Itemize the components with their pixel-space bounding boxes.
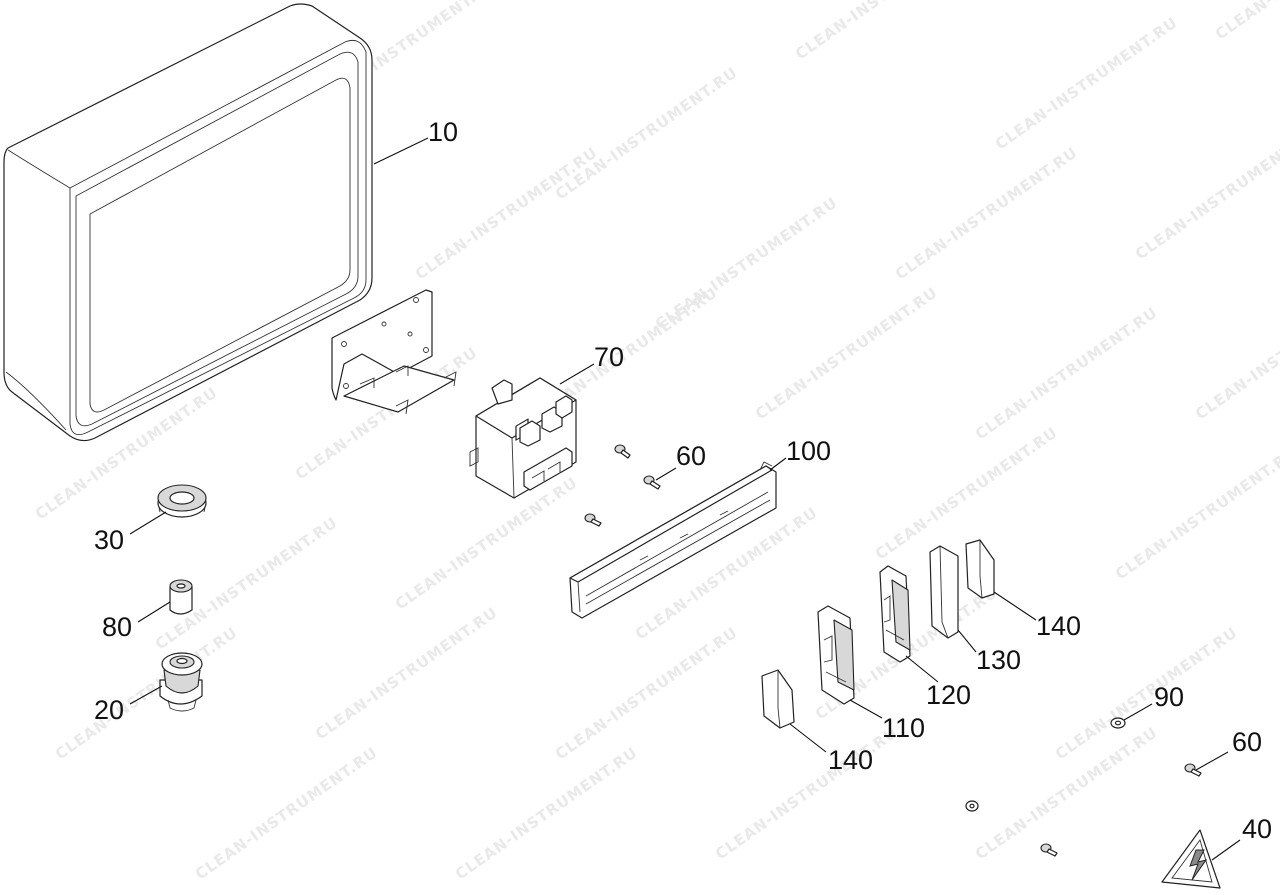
watermark-text: CLEAN-INSTRUMENT.RU (52, 623, 241, 763)
control-module-part (469, 377, 577, 499)
watermark-text: CLEAN-INSTRUMENT.RU (392, 473, 581, 613)
callout-30: 30 (94, 525, 124, 555)
washer-part (1110, 717, 1126, 729)
callout-100: 100 (786, 436, 831, 466)
watermark-text: CLEAN-INSTRUMENT.RU (872, 423, 1061, 563)
callout-70: 70 (594, 342, 624, 372)
locknut-part (157, 484, 207, 518)
enclosure-box-part (3, 3, 373, 442)
callout-130: 130 (976, 645, 1021, 675)
plug-part (169, 579, 193, 615)
screw-part (1184, 763, 1202, 777)
washer-part (965, 800, 979, 812)
screw-part (1040, 843, 1058, 857)
watermark-text: CLEAN-INSTRUMENT.RU (892, 143, 1081, 283)
watermark-text: CLEAN-INSTRUMENT.RU (412, 143, 601, 283)
end-stop-part (761, 669, 795, 729)
watermark-text: CLEAN-INSTRUMENT.RU (752, 283, 941, 423)
watermark-text: CLEAN-INSTRUMENT.RU (1212, 0, 1280, 43)
end-plate-part (929, 545, 959, 639)
callout-110: 110 (882, 713, 925, 743)
watermark-text: CLEAN-INSTRUMENT.RU (992, 13, 1181, 153)
callout-60: 60 (676, 441, 706, 471)
watermark-text: CLEAN-INSTRUMENT.RU (312, 603, 501, 743)
callout-120: 120 (926, 680, 971, 710)
din-rail-part (569, 461, 777, 619)
leader-lines (129, 137, 1241, 861)
watermark-text: CLEAN-INSTRUMENT.RU (1112, 443, 1280, 583)
watermark-text: CLEAN-INSTRUMENT.RU (452, 743, 641, 883)
mounting-plate-part (331, 289, 457, 415)
warning-label-part (1161, 829, 1221, 889)
watermark-text: CLEAN-INSTRUMENT.RU (1192, 283, 1280, 423)
terminal-block-part (879, 565, 911, 663)
screw-part (584, 513, 602, 527)
terminal-block-part (817, 605, 855, 705)
watermark-text: CLEAN-INSTRUMENT.RU (792, 0, 981, 63)
watermark-text: CLEAN-INSTRUMENT.RU (192, 743, 381, 883)
callout-40: 40 (1242, 814, 1272, 844)
callout-20: 20 (94, 695, 124, 725)
callout-80: 80 (102, 612, 132, 642)
end-stop-part (965, 539, 995, 599)
cable-gland-part (159, 652, 203, 712)
screw-part (643, 475, 661, 490)
screw-part (614, 444, 631, 459)
watermark-text: CLEAN-INSTRUMENT.RU (552, 63, 741, 203)
watermark-text: CLEAN-INSTRUMENT.RU (1132, 123, 1280, 263)
callout-60: 60 (1232, 727, 1262, 757)
callout-90: 90 (1154, 682, 1184, 712)
watermark-text: CLEAN-INSTRUMENT.RU (972, 303, 1161, 443)
callout-140: 140 (828, 745, 873, 775)
callout-labels: 10 70 60 100 30 80 20 140 130 120 110 14… (94, 117, 1272, 844)
callout-140: 140 (1036, 611, 1081, 641)
callout-10: 10 (428, 117, 458, 147)
watermark-text: CLEAN-INSTRUMENT.RU (552, 623, 741, 763)
